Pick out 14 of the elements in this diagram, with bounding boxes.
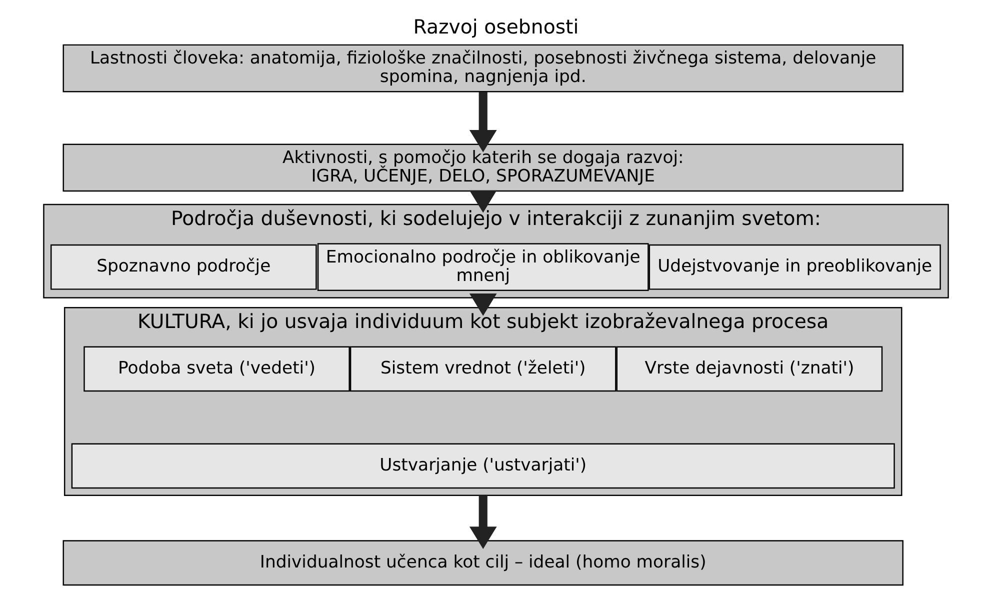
node-box: Emocionalno področje in oblikovanje mnenj [317, 243, 649, 292]
node-box: Udejstvovanje in preoblikovanje [648, 244, 941, 290]
node-box: Sistem vrednot ('želeti') [350, 346, 616, 392]
arrow [469, 92, 497, 152]
node-box: Ustvarjanje ('ustvarjati') [71, 443, 895, 489]
node-box: Individualnost učenca kot cilj – ideal (homo moralis) [62, 540, 904, 586]
arrow [469, 495, 497, 549]
node-box: Lastnosti človeka: anatomija, fiziološke značilnosti, posebnosti živčnega sistema, delovanje spomina, nagnjenja ipd. [62, 44, 904, 92]
node-box: Vrste dejavnosti ('znati') [616, 346, 883, 392]
node-box: Aktivnosti, s pomočjo katerih se dogaja razvoj: IGRA, UČENJE, DELO, SPORAZUMEVANJE [62, 144, 904, 192]
diagram-title: Razvoj osebnosti [413, 16, 579, 39]
node-box: Podoba sveta ('vedeti') [84, 346, 350, 392]
node-box: Spoznavno področje [50, 244, 317, 290]
arrow [469, 293, 497, 316]
